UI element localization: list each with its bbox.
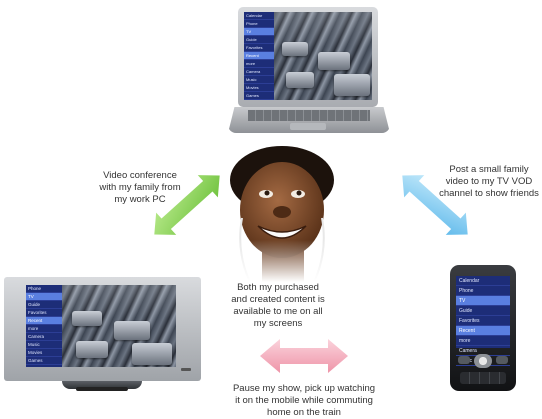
phone-call-button: [458, 356, 470, 364]
car-shape: [132, 343, 172, 365]
blue-double-arrow: [402, 175, 468, 235]
phone-screen: Calendar Phone TV Guide Favorites Recent…: [456, 276, 510, 366]
laptop-menu-item: Phone: [244, 20, 274, 28]
laptop-trackpad: [290, 123, 326, 130]
phone-keypad: [460, 372, 506, 384]
tv-screen: Phone TV Guide Favorites Recent more Cam…: [26, 285, 176, 367]
person-face-illustration: [210, 142, 352, 282]
tv-menu-item: Games: [26, 357, 62, 365]
laptop-menu-item: Calendar: [244, 12, 274, 20]
tv-menu-item: Movies: [26, 349, 62, 357]
person-photo: [210, 142, 352, 282]
car-shape: [282, 42, 308, 56]
tv-menu-item: Camera: [26, 333, 62, 341]
tv-menu-item: Music: [26, 341, 62, 349]
tv-menu-item: Phone: [26, 285, 62, 293]
tv-menu-item: Guide: [26, 301, 62, 309]
laptop-menu-item: more: [244, 60, 274, 68]
caption-pause-and-resume: Pause my show, pick up watching it on th…: [232, 383, 376, 418]
tv-menu-item: Favorites: [26, 309, 62, 317]
laptop-menu-item: Movies: [244, 84, 274, 92]
laptop-menu-item: TV: [244, 28, 274, 36]
laptop-menu-item: Recent: [244, 52, 274, 60]
tv-menu-item: Recent: [26, 317, 62, 325]
laptop-menu-item: Camera: [244, 68, 274, 76]
mobile-menu-item: Guide: [456, 306, 510, 316]
laptop-menu-item: Guide: [244, 36, 274, 44]
green-double-arrow: [154, 175, 220, 235]
car-shape: [76, 341, 108, 358]
car-shape: [286, 72, 314, 88]
tv-power-led: [181, 368, 191, 371]
tv-menu-item: TV: [26, 293, 62, 301]
laptop-traffic-video: [274, 12, 372, 100]
mobile-menu-item: more: [456, 336, 510, 346]
mobile-menu-item: Phone: [456, 286, 510, 296]
tv-traffic-video: [62, 285, 176, 367]
car-shape: [114, 321, 150, 340]
tv-menu: Phone TV Guide Favorites Recent more Cam…: [26, 285, 62, 367]
mobile-menu-item: TV: [456, 296, 510, 306]
phone-dpad: [474, 354, 492, 368]
mobile-menu-item: Recent: [456, 326, 510, 336]
caption-content-on-all-screens: Both my purchased and created content is…: [231, 282, 325, 329]
laptop-keyboard: [248, 110, 370, 121]
phone-end-button: [496, 356, 508, 364]
laptop-screen: Calendar Phone TV Guide Favorites Recent…: [244, 12, 372, 100]
caption-video-conference: Video conference with my family from my …: [99, 170, 181, 205]
laptop-menu-item: Games: [244, 92, 274, 100]
mobile-menu-item: Calendar: [456, 276, 510, 286]
laptop-menu-item: Music: [244, 76, 274, 84]
mobile-menu-item: Favorites: [456, 316, 510, 326]
tv-stand: [62, 381, 142, 389]
laptop-menu-item: Favorites: [244, 44, 274, 52]
mobile-menu: Calendar Phone TV Guide Favorites Recent…: [456, 276, 510, 366]
car-shape: [334, 74, 370, 96]
tv-stand-base: [76, 387, 128, 391]
car-shape: [72, 311, 102, 326]
car-shape: [318, 52, 350, 70]
caption-post-family-video: Post a small family video to my TV VOD c…: [439, 164, 539, 199]
laptop-menu: Calendar Phone TV Guide Favorites Recent…: [244, 12, 274, 100]
tv-menu-item: more: [26, 325, 62, 333]
pink-double-arrow: [260, 339, 348, 373]
